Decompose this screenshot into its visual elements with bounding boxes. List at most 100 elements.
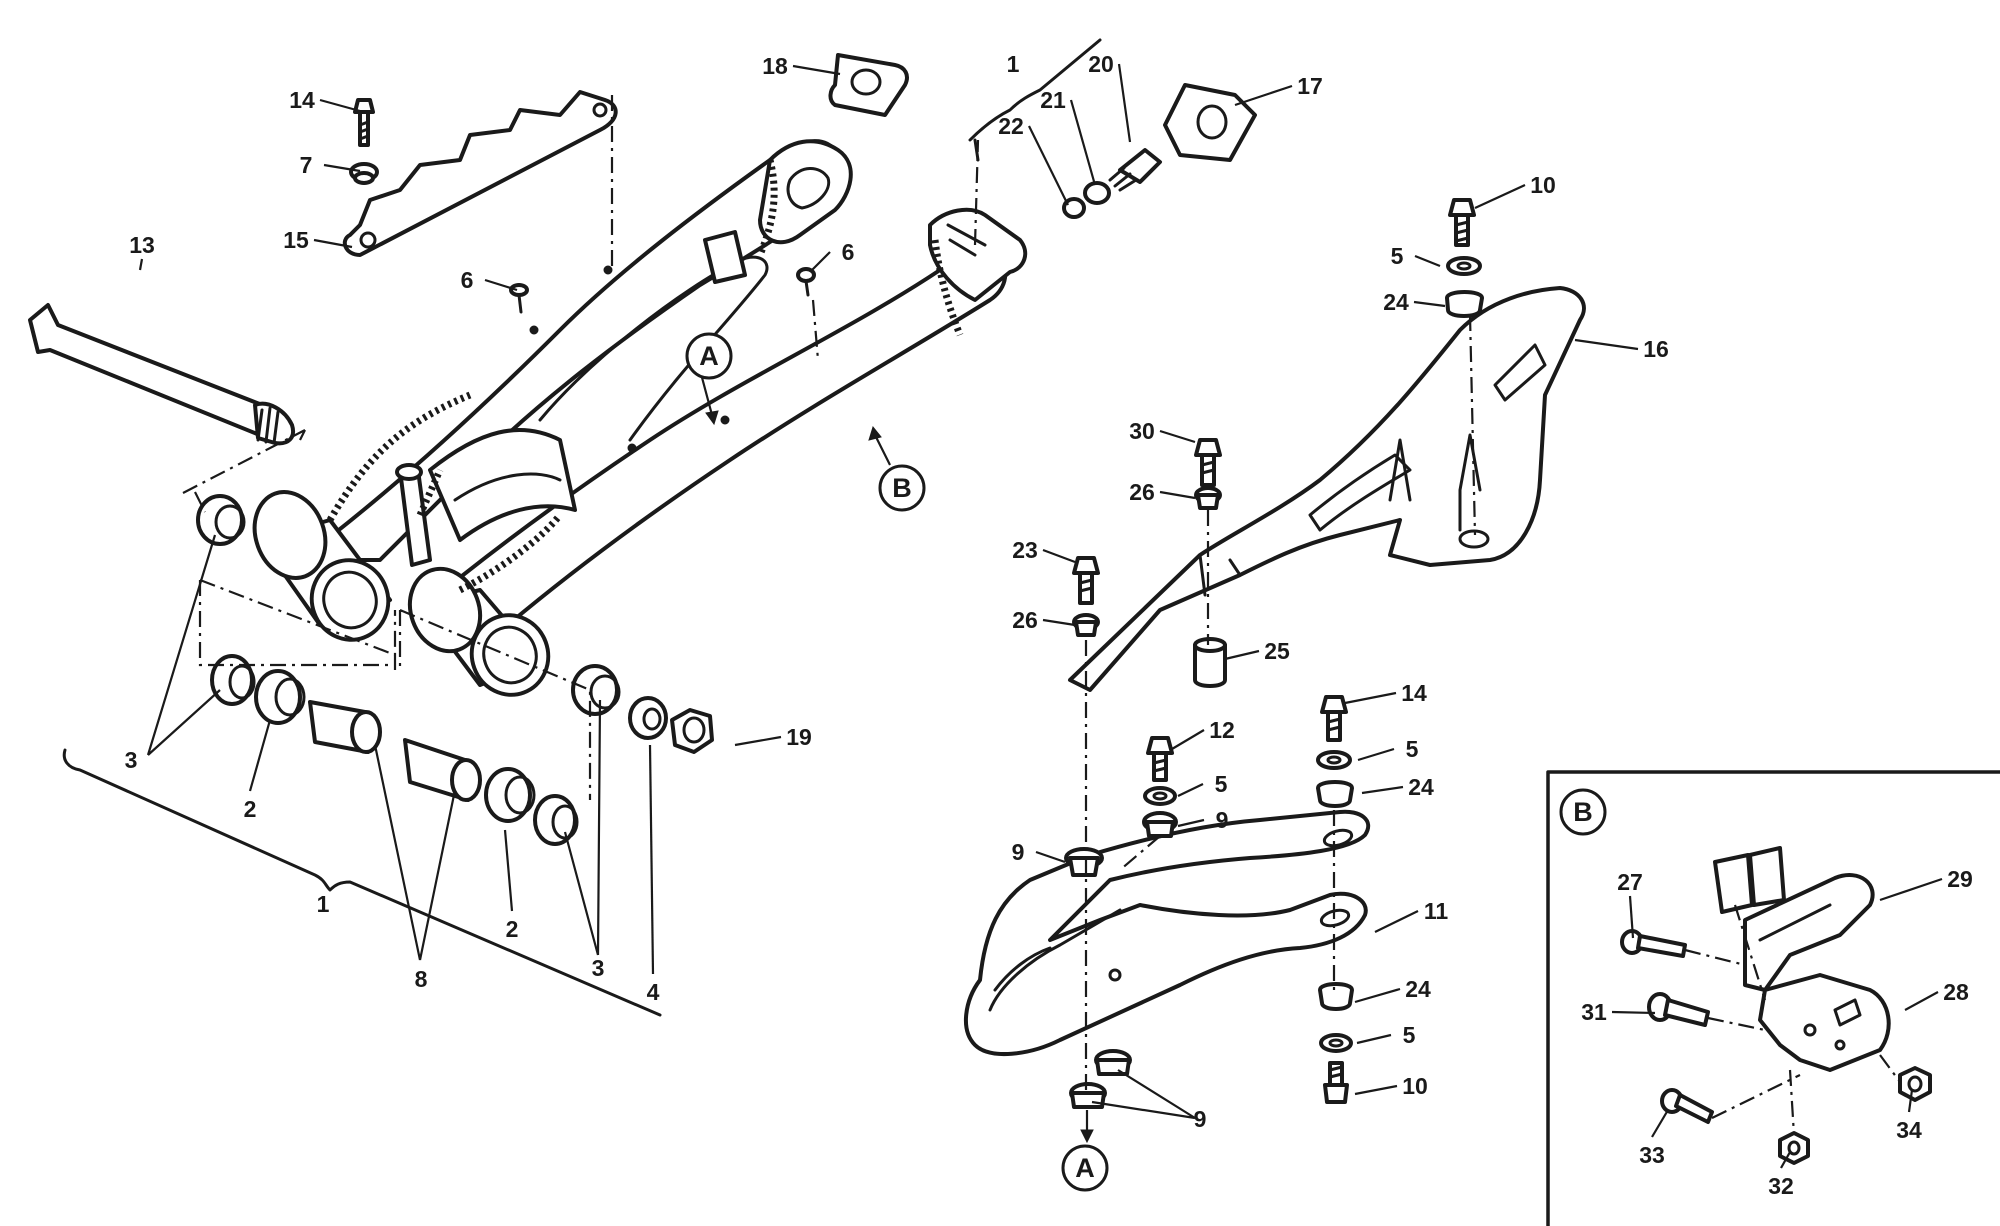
- bearing-3-lower-left: [210, 654, 256, 706]
- leader-c5b: [1177, 783, 1204, 797]
- callout-c20: 20: [1088, 51, 1114, 77]
- callout-c3a: 3: [125, 747, 138, 773]
- callout-c5a: 5: [1391, 243, 1404, 269]
- leader-c12: [1171, 729, 1205, 750]
- callout-c25: 25: [1264, 638, 1290, 664]
- callout-c21: 21: [1040, 87, 1066, 113]
- leader-c19: [734, 735, 782, 747]
- callout-c34: 34: [1896, 1117, 1922, 1143]
- seal-2-right: [484, 767, 536, 823]
- leader-c25: [1224, 649, 1260, 661]
- chain-slider-lower: [963, 809, 1371, 1057]
- callout-c5c: 5: [1406, 736, 1419, 762]
- callout-c23: 23: [1012, 537, 1038, 563]
- callout-c10a: 10: [1530, 172, 1556, 198]
- callout-c13: 13: [129, 232, 155, 258]
- bolt-10-lower: [1323, 1061, 1349, 1104]
- leader-c23: [1042, 548, 1076, 564]
- callout-c24a: 24: [1383, 289, 1409, 315]
- seal-2-left: [254, 669, 306, 725]
- leader-c31: [1611, 1010, 1656, 1015]
- bushing-9-left: [1142, 811, 1178, 838]
- callout-c14b: 14: [1401, 680, 1427, 706]
- leader-c15: [313, 238, 353, 249]
- callout-c2b: 2: [506, 916, 519, 942]
- leader-c26a: [1159, 490, 1196, 500]
- spacer-25: [1193, 637, 1227, 688]
- leader-c26b: [1042, 618, 1076, 627]
- leader-c10a: [1474, 184, 1526, 209]
- leader-c24a: [1413, 300, 1446, 308]
- view-marker-B1: B: [878, 464, 926, 512]
- callout-c9b: 9: [1012, 839, 1025, 865]
- view-marker-label: B: [892, 473, 912, 503]
- callout-c10b: 10: [1402, 1073, 1428, 1099]
- washer-7: [349, 162, 379, 185]
- callout-c9a: 9: [1216, 807, 1229, 833]
- callout-c27: 27: [1617, 869, 1643, 895]
- callout-c22: 22: [998, 113, 1024, 139]
- leader-c27: [1628, 895, 1635, 939]
- view-marker-B2: B: [1559, 788, 1607, 836]
- leader-c11: [1374, 910, 1419, 933]
- leader-c34: [1907, 1089, 1914, 1113]
- callout-c29: 29: [1947, 866, 1973, 892]
- leader-c30: [1159, 429, 1196, 444]
- callout-c26b: 26: [1012, 607, 1038, 633]
- callout-c5b: 5: [1215, 771, 1228, 797]
- callout-c26a: 26: [1129, 479, 1155, 505]
- callout-c6b: 6: [842, 239, 855, 265]
- nut-32: [1778, 1131, 1810, 1165]
- view-marker-label: A: [1075, 1153, 1095, 1183]
- grommet-24-mid: [1316, 780, 1354, 808]
- callout-c4: 4: [647, 979, 660, 1005]
- spacer-8-right: [403, 738, 482, 802]
- leader-c21: [1069, 99, 1097, 186]
- bearing-3-top: [196, 494, 246, 546]
- view-marker-A2: A: [1061, 1144, 1109, 1192]
- bolt-12: [1146, 736, 1174, 782]
- leader-c13: [138, 258, 144, 271]
- leader-c2a: [248, 719, 272, 792]
- washer-5-mid: [1316, 750, 1352, 770]
- callout-c28: 28: [1943, 979, 1969, 1005]
- bolt-14-top: [353, 98, 375, 147]
- callout-c1bot: 1: [317, 891, 330, 917]
- callout-c30: 30: [1129, 418, 1155, 444]
- swingarm-pivot-axle: [28, 303, 295, 446]
- detail-view-b: [1546, 770, 2000, 1226]
- leader-c6b: [809, 251, 831, 273]
- leader-c5c: [1357, 747, 1395, 762]
- screw-6-right: [796, 267, 816, 297]
- callout-c14a: 14: [289, 87, 315, 113]
- callout-c31: 31: [1581, 999, 1607, 1025]
- bolt-10-top: [1448, 198, 1476, 247]
- leader-c7: [323, 163, 361, 173]
- leader-c16: [1574, 338, 1639, 351]
- leader-c24b: [1361, 785, 1404, 795]
- leader-c20: [1117, 63, 1132, 143]
- bolt-33: [1660, 1088, 1714, 1124]
- view-marker-label: A: [699, 341, 719, 371]
- bolt-27: [1620, 929, 1687, 958]
- callout-leaders: [138, 63, 1943, 1169]
- bearing-3-lower-right: [533, 794, 579, 846]
- callout-c32: 32: [1768, 1173, 1794, 1199]
- leader-c4: [648, 744, 655, 975]
- leader-c2b: [503, 829, 514, 912]
- nut-19: [670, 708, 714, 754]
- view-marker-circle: [1559, 788, 1607, 836]
- leader-c5a: [1414, 254, 1441, 268]
- view-marker-label: B: [1573, 797, 1593, 827]
- leader-c9b: [1035, 850, 1066, 864]
- callout-c12: 12: [1209, 717, 1235, 743]
- leader-c29: [1879, 877, 1943, 902]
- callout-c9c: 9: [1194, 1106, 1207, 1132]
- callout-c15: 15: [283, 227, 309, 253]
- bolt-23: [1072, 556, 1100, 605]
- leader-c18: [792, 64, 841, 76]
- screw-6-left: [509, 283, 529, 314]
- chain-slider-upper: [342, 90, 618, 257]
- spacer-8-left: [308, 700, 382, 754]
